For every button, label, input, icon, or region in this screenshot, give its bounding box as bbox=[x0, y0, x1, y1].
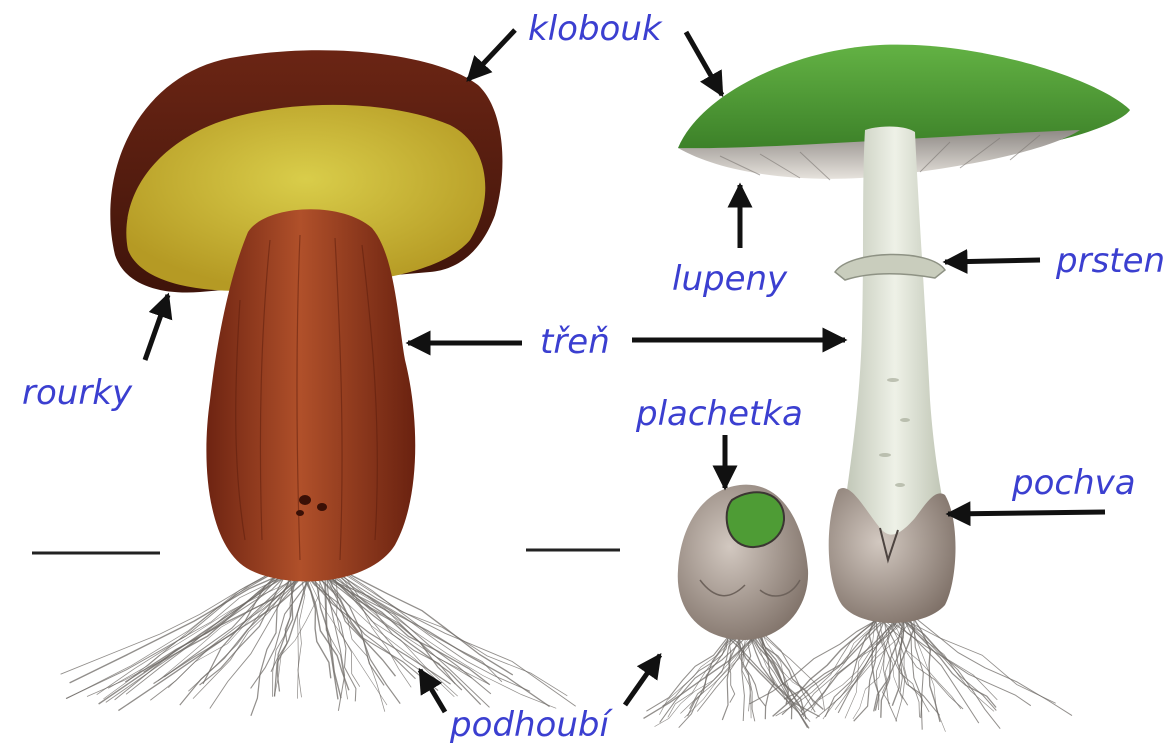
mycelium-strand bbox=[97, 560, 295, 695]
label-podhoubi: podhoubí bbox=[450, 708, 609, 742]
bolete-mushroom-illustration bbox=[110, 50, 502, 581]
mycelium-strand bbox=[912, 615, 1072, 716]
label-klobouk: klobouk bbox=[528, 12, 662, 46]
mycelium-strand bbox=[322, 560, 502, 682]
arrow-rourky bbox=[145, 295, 168, 360]
bolete-stem bbox=[206, 209, 415, 581]
mycelium-strand bbox=[801, 615, 901, 715]
arrow-prsten bbox=[945, 260, 1040, 262]
mycelium-strand bbox=[896, 615, 994, 711]
label-plachetka: plachetka bbox=[636, 397, 803, 431]
arrow-klobouk-right bbox=[686, 32, 722, 95]
label-prsten: prsten bbox=[1056, 244, 1165, 278]
amanita-stem bbox=[840, 126, 950, 540]
mycelium-strand bbox=[323, 560, 411, 687]
arrow-klobouk-left bbox=[468, 30, 515, 80]
arrow-podhoubi-left bbox=[625, 655, 660, 705]
mycelium-strand bbox=[66, 560, 297, 699]
egg-veil-opening bbox=[727, 492, 784, 547]
label-rourky: rourky bbox=[22, 376, 132, 410]
young-amanita-egg-illustration bbox=[678, 485, 808, 640]
mycelium-strand bbox=[801, 615, 914, 712]
mycelium-strand bbox=[317, 560, 576, 706]
label-lupeny: lupeny bbox=[672, 262, 787, 296]
label-tren: třeň bbox=[540, 325, 610, 359]
mycelium-strand bbox=[646, 635, 729, 711]
arrow-pochva bbox=[948, 512, 1105, 514]
mycelium-strand bbox=[750, 635, 792, 719]
label-pochva: pochva bbox=[1012, 466, 1136, 500]
